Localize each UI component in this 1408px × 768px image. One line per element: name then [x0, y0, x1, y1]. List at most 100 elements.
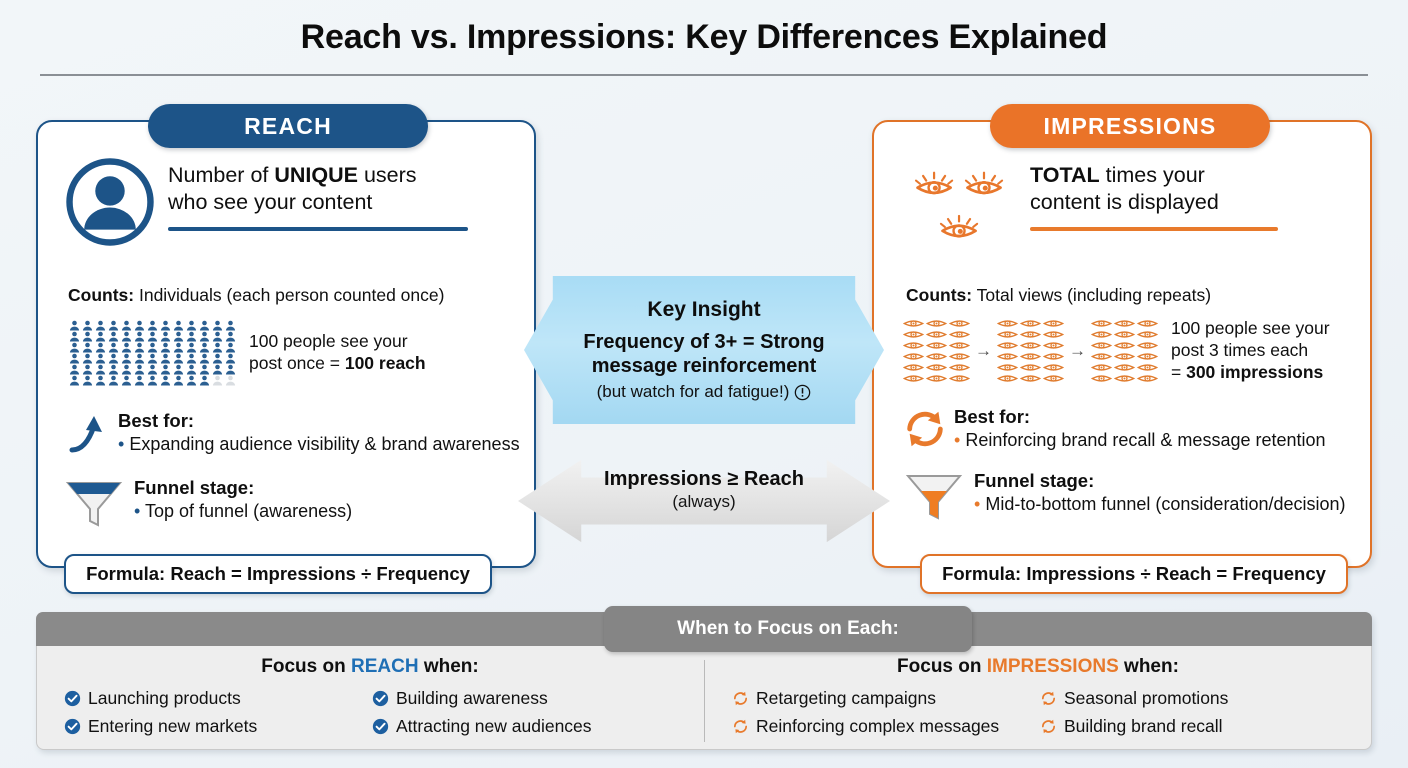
comparison-arrow-sub: (always)	[672, 492, 736, 511]
reach-headline-pre: Number of	[168, 163, 275, 187]
refresh-cycle-icon	[1041, 719, 1056, 734]
impressions-example-line2: post 3 times each	[1171, 340, 1309, 361]
reach-funnel-items: • Top of funnel (awareness)	[134, 501, 352, 523]
list-item: Attracting new audiences	[372, 716, 676, 737]
list-item-label: Building awareness	[396, 688, 548, 708]
title-divider	[40, 74, 1368, 76]
footer-reach-title: Focus on REACH when:	[36, 656, 704, 678]
key-insight-sub: (but watch for ad fatigue!)	[597, 382, 812, 402]
page-title: Reach vs. Impressions: Key Differences E…	[300, 18, 1108, 56]
reach-best-for-item-0: Expanding audience visibility & brand aw…	[129, 434, 520, 454]
key-insight-line2: message reinforcement	[591, 354, 817, 377]
growth-arrow-icon	[66, 410, 112, 461]
reach-headline-bold: UNIQUE	[274, 163, 358, 187]
warning-exclamation-icon	[795, 384, 811, 400]
impressions-funnel-items: • Mid-to-bottom funnel (consideration/de…	[974, 494, 1346, 516]
reach-headline-line2: who see your content	[168, 190, 373, 215]
bullet-dot: •	[118, 434, 125, 454]
impressions-underline	[1030, 227, 1278, 232]
reach-example-text: 100 people see your post once = 100 reac…	[249, 331, 426, 375]
impressions-headline-line2: content is displayed	[1030, 190, 1219, 215]
reach-counts-value: Individuals (each person counted once)	[138, 285, 445, 305]
list-item-label: Entering new markets	[88, 716, 258, 736]
reach-counts: Counts: Individuals (each person counted…	[68, 285, 444, 306]
impressions-funnel-label: Funnel stage:	[974, 470, 1095, 491]
key-insight-sub-text: (but watch for ad fatigue!)	[596, 382, 790, 402]
eye-grid-icon	[902, 318, 971, 384]
reach-underline	[168, 227, 468, 232]
footer-impressions-items: Retargeting campaigns Seasonal promotions…	[704, 688, 1372, 737]
refresh-cycle-icon	[902, 406, 948, 457]
bullet-dot: •	[954, 430, 961, 450]
key-insight-callout: Key Insight Frequency of 3+ = Strong mes…	[524, 276, 884, 424]
impressions-example: → → 100 people see your post 3 times eac…	[902, 318, 1330, 384]
refresh-cycle-icon	[733, 691, 748, 706]
impressions-best-for-items: • Reinforcing brand recall & message ret…	[954, 430, 1326, 452]
reach-example-line2-bold: 100 reach	[344, 353, 426, 373]
impressions-counts-label: Counts:	[906, 285, 973, 305]
eye-grid-icon	[996, 318, 1065, 384]
list-item: Reinforcing complex messages	[732, 716, 1036, 737]
footer-divider	[704, 660, 705, 742]
impressions-headline-post: times your	[1099, 163, 1205, 187]
impressions-best-for-label: Best for:	[954, 406, 1031, 427]
impressions-example-line3-pre: =	[1171, 361, 1187, 382]
list-item: Entering new markets	[64, 716, 368, 737]
reach-example: 100 people see your post once = 100 reac…	[68, 320, 426, 386]
footer-reach-column: Focus on REACH when: Launching products B…	[36, 650, 704, 750]
list-item: Launching products	[64, 688, 368, 709]
three-eyes-icon	[902, 156, 1018, 252]
reach-funnel-item-0: Top of funnel (awareness)	[145, 501, 353, 521]
reach-best-for-items: • Expanding audience visibility & brand …	[118, 434, 520, 456]
impressions-best-for-row: Best for: • Reinforcing brand recall & m…	[902, 406, 1326, 457]
reach-header: Number of UNIQUE users who see your cont…	[64, 156, 468, 248]
bullet-dot: •	[974, 494, 981, 514]
user-avatar-icon	[64, 156, 156, 248]
impressions-best-for-item-0: Reinforcing brand recall & message reten…	[965, 430, 1326, 450]
impressions-funnel-row: Funnel stage: • Mid-to-bottom funnel (co…	[904, 470, 1346, 527]
reach-panel-content: Number of UNIQUE users who see your cont…	[36, 120, 536, 568]
reach-counts-label: Counts:	[68, 285, 135, 305]
people-grid-icon	[68, 320, 237, 386]
list-item-label: Retargeting campaigns	[756, 688, 936, 708]
reach-headline: Number of UNIQUE users who see your cont…	[168, 156, 468, 216]
list-item-label: Reinforcing complex messages	[756, 716, 1000, 736]
impressions-formula: Formula: Impressions ÷ Reach = Frequency	[920, 554, 1348, 594]
footer-impressions-column: Focus on IMPRESSIONS when: Retargeting c…	[704, 650, 1372, 750]
list-item: Seasonal promotions	[1040, 688, 1344, 709]
comparison-arrow-text: Impressions ≥ Reach (always)	[518, 468, 890, 512]
footer-reach-title-keyword: REACH	[351, 656, 419, 677]
impressions-counts: Counts: Total views (including repeats)	[906, 285, 1211, 306]
impressions-funnel-item-0: Mid-to-bottom funnel (consideration/deci…	[985, 494, 1346, 514]
impressions-panel-content: TOTAL times your content is displayed Co…	[872, 120, 1372, 568]
impressions-counts-value: Total views (including repeats)	[976, 285, 1212, 305]
list-item: Building awareness	[372, 688, 676, 709]
footer-impressions-title: Focus on IMPRESSIONS when:	[704, 656, 1372, 678]
check-circle-icon	[64, 718, 81, 735]
reach-panel-tab: REACH	[148, 104, 428, 148]
key-insight-title: Key Insight	[647, 297, 761, 321]
list-item: Building brand recall	[1040, 716, 1344, 737]
check-circle-icon	[372, 718, 389, 735]
list-item-label: Attracting new audiences	[396, 716, 592, 736]
bullet-dot: •	[134, 501, 141, 521]
footer-impressions-title-post: when:	[1118, 656, 1179, 677]
impressions-example-line3-bold: 300 impressions	[1186, 361, 1324, 382]
footer-bar-title: When to Focus on Each:	[604, 606, 972, 652]
eye-grid-icon	[1090, 318, 1159, 384]
funnel-bottom-icon	[904, 470, 964, 527]
check-circle-icon	[64, 690, 81, 707]
arrow-right-icon: →	[975, 341, 992, 360]
key-insight-main: Frequency of 3+ = Strong message reinfor…	[583, 331, 824, 378]
comparison-arrow-main: Impressions ≥ Reach	[604, 468, 804, 490]
list-item-label: Launching products	[88, 688, 241, 708]
list-item-label: Building brand recall	[1064, 716, 1223, 736]
list-item-label: Seasonal promotions	[1064, 688, 1229, 708]
reach-best-for-row: Best for: • Expanding audience visibilit…	[66, 410, 520, 461]
refresh-cycle-icon	[1041, 691, 1056, 706]
refresh-cycle-icon	[733, 719, 748, 734]
arrow-right-icon: →	[1069, 341, 1086, 360]
